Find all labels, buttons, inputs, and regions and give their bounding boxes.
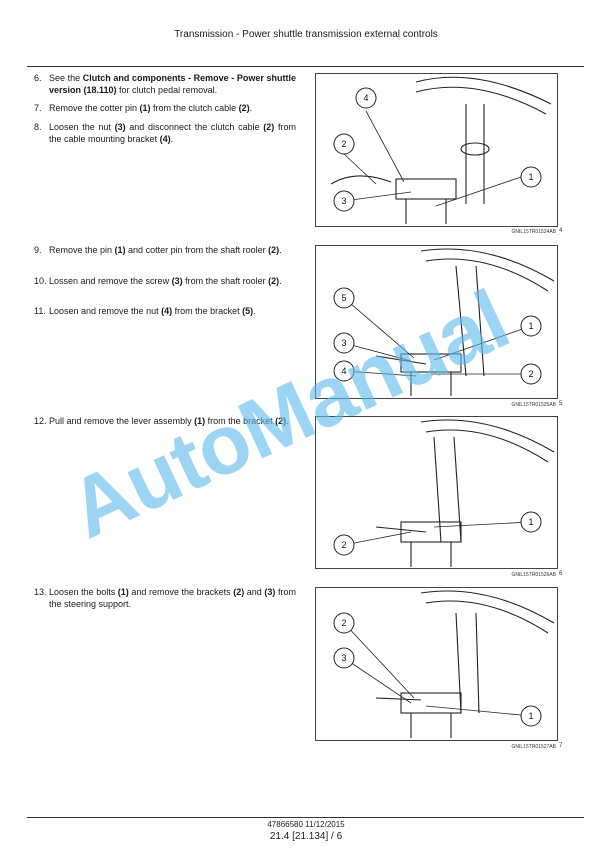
step-text: Lossen and remove the screw (3) from the… [49,276,282,286]
callout-label: 1 [528,517,533,527]
figure-number: 6 [559,571,563,577]
callout-label: 1 [528,711,533,721]
step-13: 13.Loosen the bolts (1) and remove the b… [34,587,296,610]
step-9: 9. Remove the pin (1) and cotter pin from… [34,245,296,257]
step-number: 12. [34,416,47,426]
step-number: 8. [34,122,42,132]
figure-caption: GNIL15TR01524AB [511,229,556,235]
figure-number: 4 [559,228,563,234]
figure-number: 7 [559,743,563,749]
steering-column-drawing: 5 3 4 1 2 [333,248,555,396]
figure-number: 5 [559,401,563,407]
step-11: 11.Loosen and remove the nut (4) from th… [34,306,296,318]
callout-label: 2 [341,139,346,149]
figure-5-illustration: 5 3 4 1 2 [315,245,558,399]
step-number: 11. [34,306,46,316]
callout-label: 1 [528,321,533,331]
figure-6-illustration: 1 2 [315,416,558,569]
step-number: 7. [34,103,42,113]
step-number: 10. [34,276,47,286]
callout-label: 4 [341,366,346,376]
step-text: Loosen the nut (3) and disconnect the cl… [49,122,296,144]
steering-column-drawing: 1 2 [333,419,555,567]
figure-7-illustration: 2 3 1 [315,587,558,741]
step-text: Loosen and remove the nut (4) from the b… [49,306,256,316]
callout-label: 3 [341,653,346,663]
step-number: 13. [34,587,47,597]
figure-caption: GNIL15TR01527AB [511,744,556,750]
steering-column-drawing: 2 3 1 [333,590,555,738]
step-text: Pull and remove the lever assembly (1) f… [49,416,289,426]
callout-label: 2 [528,369,533,379]
step-text: See the Clutch and components - Remove -… [49,73,296,95]
figure-caption: GNIL15TR01525AB [511,402,556,408]
callout-label: 4 [363,93,368,103]
step-8: 8. Loosen the nut (3) and disconnect the … [34,122,296,145]
step-6: 6. See the Clutch and components - Remove… [34,73,296,96]
step-text: Remove the pin (1) and cotter pin from t… [49,245,282,255]
step-number: 9. [34,245,42,255]
footer-rule [27,817,584,818]
page-header: Transmission - Power shuttle transmissio… [174,29,438,40]
steering-column-drawing: 4 2 3 1 [330,76,552,224]
step-12: 12.Pull and remove the lever assembly (1… [34,416,296,428]
callout-label: 2 [341,540,346,550]
callout-label: 3 [341,338,346,348]
step-text: Loosen the bolts (1) and remove the brac… [49,587,296,609]
figure-4-illustration: 4 2 3 1 [315,73,558,227]
figure-caption: GNIL15TR01526AB [511,572,556,578]
page-number: 21.4 [21.134] / 6 [269,831,343,842]
step-10: 10.Lossen and remove the screw (3) from … [34,276,296,288]
step-7: 7. Remove the cotter pin (1) from the clu… [34,103,296,115]
callout-label: 2 [341,618,346,628]
step-text: Remove the cotter pin (1) from the clutc… [49,103,253,113]
step-number: 6. [34,73,42,83]
callout-label: 5 [341,293,346,303]
callout-label: 1 [528,172,533,182]
callout-label: 3 [341,196,346,206]
header-rule [27,66,584,67]
footer-doc-id: 47866580 11/12/2015 [267,820,345,829]
